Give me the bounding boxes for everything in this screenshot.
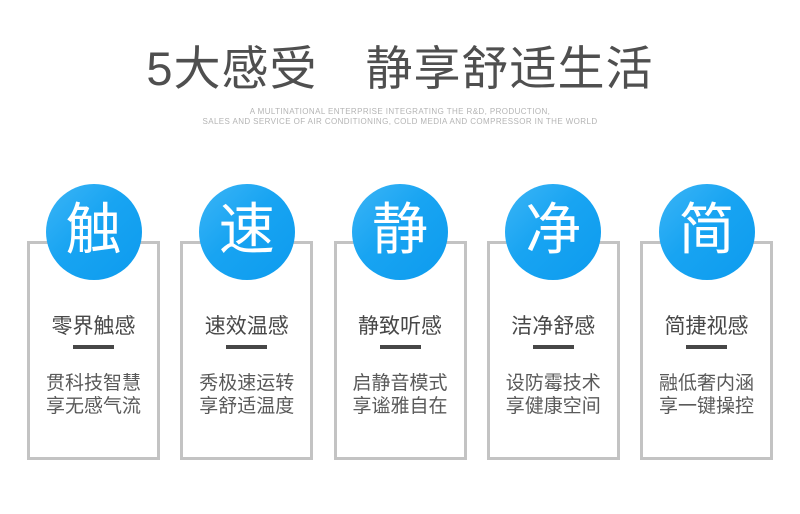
- feature-description: 贯科技智慧 享无感气流: [30, 372, 157, 418]
- feature-title: 洁净舒感: [511, 315, 596, 338]
- feature-desc-line-2: 享谧雅自在: [352, 396, 448, 417]
- page-title: 5大感受 静享舒适生活: [146, 42, 654, 95]
- subtitle-line-1: A MULTINATIONAL ENTERPRISE INTEGRATING T…: [249, 107, 551, 116]
- feature-desc-line-1: 设防霉技术: [505, 373, 601, 394]
- feature-column-speed: 速 速效温感 秀极速运转 享舒适温度: [180, 184, 314, 460]
- feature-divider: [226, 345, 268, 349]
- feature-description: 秀极速运转 享舒适温度: [183, 372, 310, 418]
- feature-title: 速效温感: [204, 315, 289, 338]
- feature-badge-char: 触: [65, 198, 122, 261]
- feature-badge-char: 静: [372, 198, 428, 261]
- feature-badge-circle: 净: [505, 184, 602, 280]
- feature-title: 静致听感: [358, 315, 442, 338]
- feature-desc-line-2: 享健康空间: [505, 396, 601, 417]
- feature-grid: 触 零界触感 贯科技智慧 享无感气流 速 速效温感 秀极速运转 享舒适温度: [0, 184, 800, 460]
- feature-desc-line-2: 享舒适温度: [199, 396, 295, 417]
- feature-card: 速效温感 秀极速运转 享舒适温度: [180, 241, 314, 460]
- feature-divider: [379, 345, 421, 349]
- feature-badge-circle: 触: [45, 184, 142, 280]
- feature-description: 启静音模式 享谧雅自在: [337, 372, 464, 418]
- feature-column-clean: 净 洁净舒感 设防霉技术 享健康空间: [486, 184, 620, 460]
- feature-column-quiet: 静 静致听感 启静音模式 享谧雅自在: [333, 184, 467, 460]
- feature-description: 融低奢内涵 享一键操控: [643, 372, 770, 418]
- feature-divider: [73, 345, 114, 349]
- feature-description: 设防霉技术 享健康空间: [490, 372, 617, 418]
- feature-desc-line-1: 启静音模式: [352, 373, 448, 394]
- feature-badge-circle: 速: [198, 184, 295, 280]
- feature-desc-line-2: 享无感气流: [45, 396, 141, 417]
- feature-badge-char: 速: [218, 198, 275, 261]
- feature-badge-circle: 静: [352, 184, 448, 280]
- feature-desc-line-1: 秀极速运转: [199, 373, 295, 394]
- feature-desc-line-1: 贯科技智慧: [45, 373, 141, 394]
- feature-divider: [532, 345, 574, 349]
- feature-badge-char: 简: [678, 198, 735, 261]
- feature-divider: [686, 345, 727, 349]
- feature-desc-line-2: 享一键操控: [658, 396, 754, 417]
- banner-header: 5大感受 静享舒适生活 A MULTINATIONAL ENTERPRISE I…: [0, 0, 800, 126]
- feature-column-simple: 简 简捷视感 融低奢内涵 享一键操控: [640, 184, 773, 460]
- feature-badge-char: 净: [525, 198, 582, 261]
- feature-desc-line-1: 融低奢内涵: [658, 373, 754, 394]
- feature-badge-circle: 简: [658, 184, 755, 280]
- subtitle: A MULTINATIONAL ENTERPRISE INTEGRATING T…: [0, 107, 800, 126]
- feature-title: 零界触感: [51, 315, 136, 338]
- feature-column-touch: 触 零界触感 贯科技智慧 享无感气流: [27, 184, 160, 460]
- subtitle-line-2: SALES AND SERVICE OF AIR CONDITIONING, C…: [202, 116, 598, 126]
- feature-title: 简捷视感: [664, 315, 749, 338]
